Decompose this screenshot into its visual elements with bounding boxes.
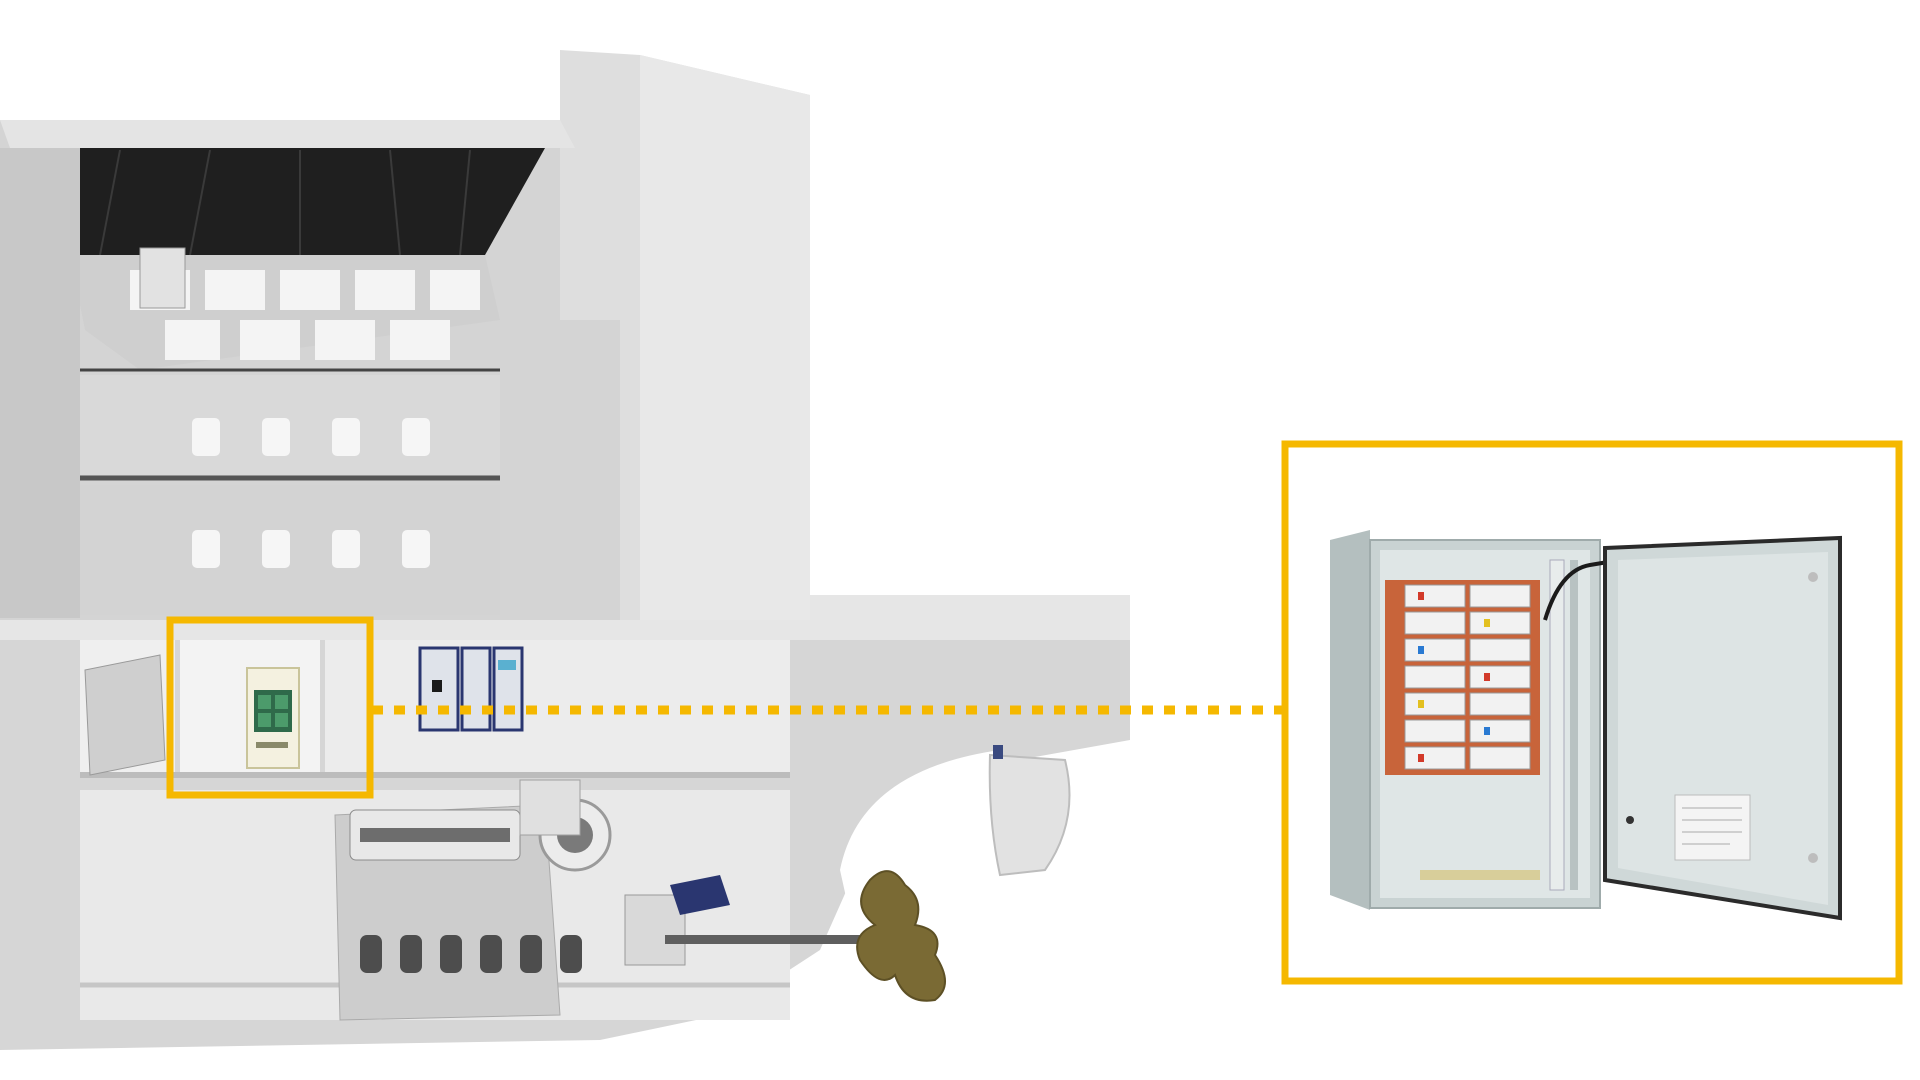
navy-coupling [670, 875, 730, 915]
door-label-lines [1682, 807, 1742, 845]
gearbox [624, 894, 686, 966]
accommodation-side-wall [0, 148, 80, 618]
door-hinge-bolt [1626, 816, 1634, 824]
propeller [856, 870, 946, 1002]
main-engine [334, 779, 612, 1021]
main-switchboard-unit [246, 667, 300, 769]
bridge-roof [0, 120, 575, 148]
rudder-stock [993, 745, 1003, 759]
door-latch-top [1808, 572, 1818, 582]
tower-shadow-face [640, 55, 810, 620]
cable-duct [1549, 559, 1565, 891]
propeller-shaft [665, 935, 880, 944]
highlight-frame [166, 616, 374, 799]
ship-section [0, 50, 1130, 1050]
rudder [988, 753, 1071, 877]
electrical-cabinet-open-icon [1330, 530, 1842, 921]
din-rail [1570, 560, 1578, 890]
cabin-portholes [192, 418, 430, 568]
door-label-sheet [1674, 794, 1751, 861]
bridge-windshield [10, 148, 545, 255]
bottom-plate [1420, 870, 1540, 880]
storage-cabinet [84, 654, 166, 776]
door-latch-bottom [1808, 853, 1818, 863]
windshield-frames [99, 149, 471, 256]
cabinet-side [1330, 530, 1370, 910]
breaker-indicators [1418, 592, 1490, 762]
bridge-console [139, 247, 186, 309]
cable-bundle [1543, 558, 1621, 621]
door-inner-panel [1618, 552, 1828, 905]
control-panels [418, 646, 524, 732]
hull-main-deck [0, 595, 1130, 640]
circuit-breakers [1404, 584, 1531, 770]
